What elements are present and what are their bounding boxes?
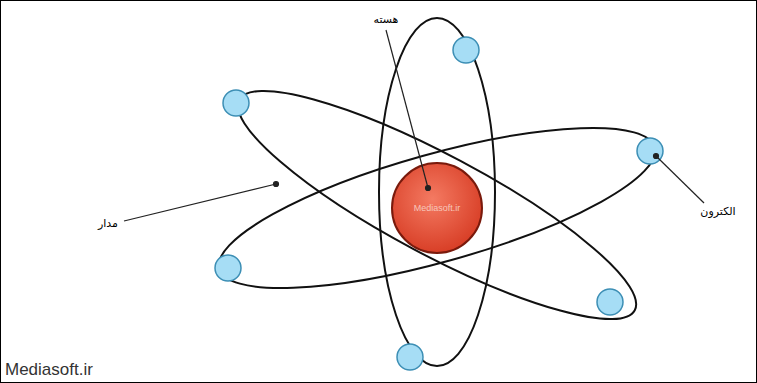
leader-dot xyxy=(654,154,659,159)
leader-line xyxy=(124,184,276,221)
orbit xyxy=(205,95,669,321)
nucleus-circle xyxy=(392,163,482,253)
electron xyxy=(223,90,249,116)
orbit-label: مدار xyxy=(96,217,120,230)
electron xyxy=(597,289,623,315)
electron xyxy=(637,138,663,164)
watermark: Mediasoft.ir xyxy=(5,360,93,380)
leader-line xyxy=(386,30,428,188)
electron xyxy=(397,344,423,370)
leader-dot xyxy=(274,182,279,187)
electron xyxy=(215,255,241,281)
orbit xyxy=(379,18,495,366)
watermark-text: Mediasoft.ir xyxy=(414,203,461,213)
nucleus: Mediasoft.ir xyxy=(390,161,484,255)
leader-line xyxy=(656,156,704,203)
electron-label: الکترون xyxy=(698,205,737,218)
electron xyxy=(453,37,479,63)
nucleus-label: هسته xyxy=(372,13,401,26)
orbit xyxy=(216,56,659,355)
